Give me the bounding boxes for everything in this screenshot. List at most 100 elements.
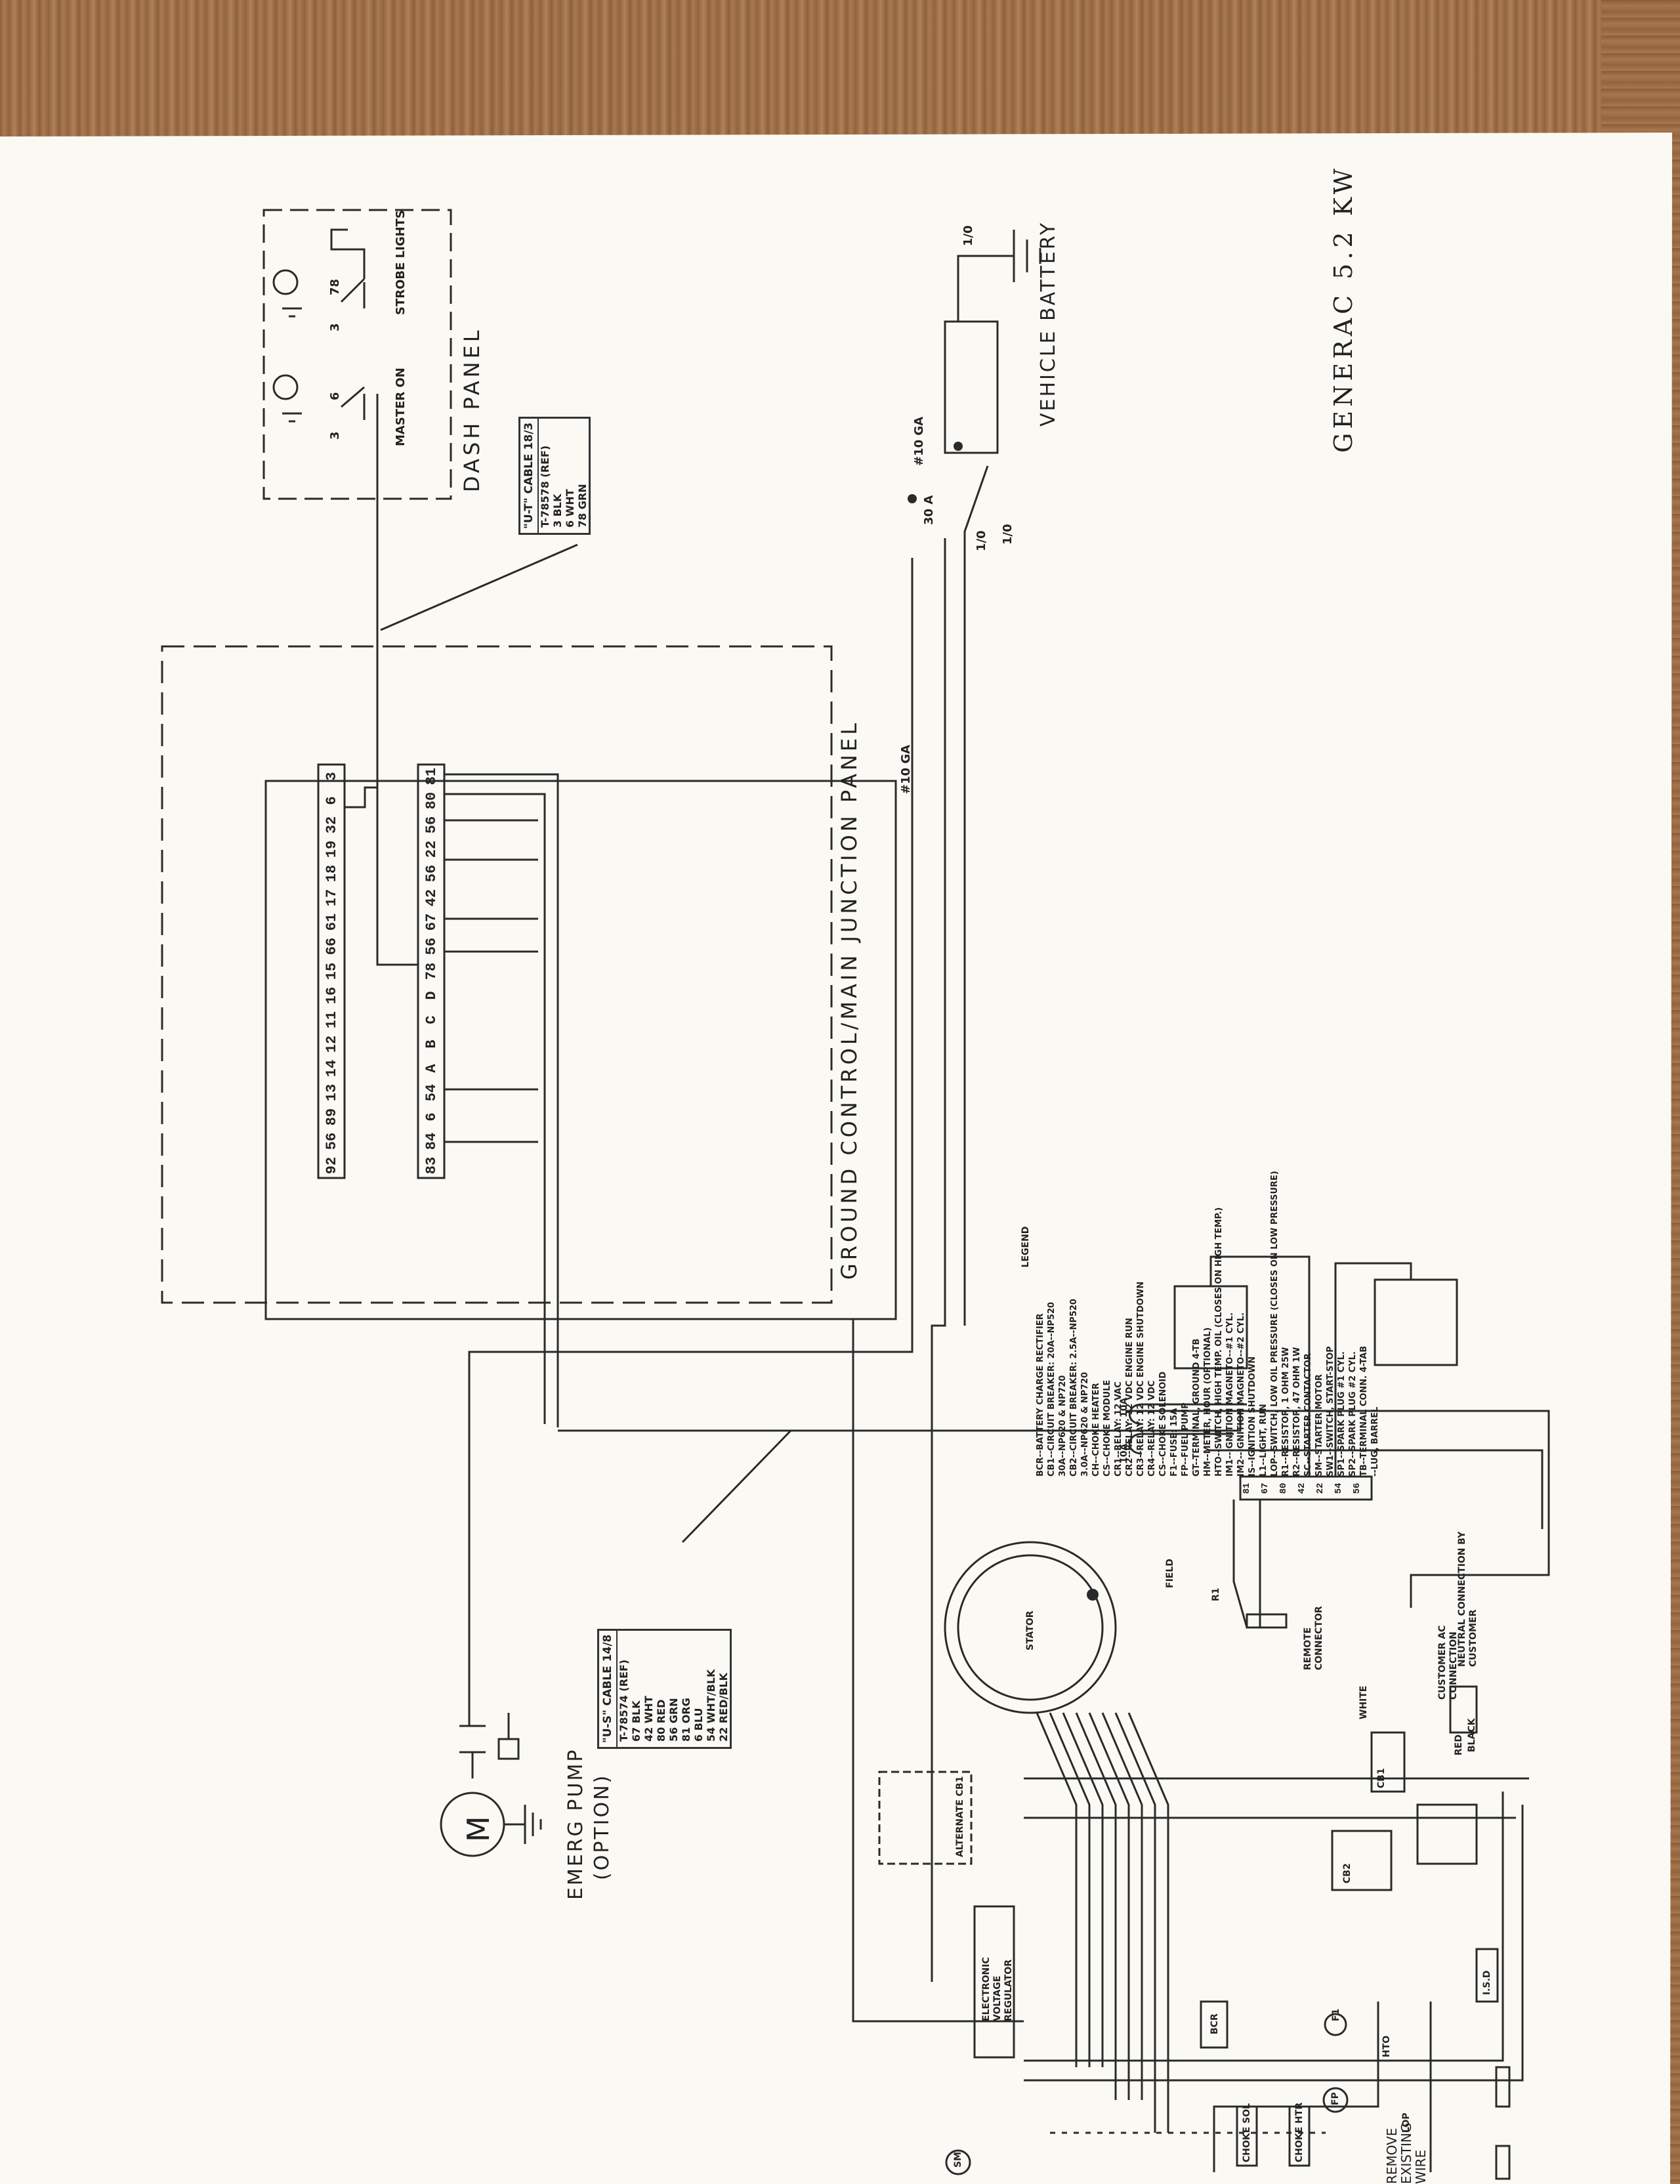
terminal-label: 56 [423, 938, 440, 956]
terminal-label: 3 [324, 772, 340, 781]
legend-line: R1--RESISTOR, 1 OHM 25W [1281, 1347, 1291, 1477]
ut-cable-header: "U-T" CABLE 18/3 [520, 418, 539, 533]
isd-label: I.S.D [1482, 1970, 1492, 1995]
terminal-label: 81 [1242, 1482, 1252, 1494]
wiring-diagram [0, 133, 1672, 2184]
legend-line: CS--CHOKE MODULE [1102, 1379, 1112, 1477]
legend-line: BCR--BATTERY CHARGE RECTIFIER [1036, 1313, 1045, 1477]
terminal-label: 56 [1352, 1482, 1362, 1494]
dash-wire-3a: 3 [328, 431, 342, 440]
legend-line: 3.0A--NP620 & NP720 [1080, 1372, 1090, 1477]
terminal-label: 56 [423, 865, 440, 883]
strobe-lights-label: STROBE LIGHTS [394, 210, 408, 315]
legend-line: L1--LIGHT, RUN [1259, 1404, 1269, 1477]
us-cable-line: 81 ORG [680, 1698, 692, 1742]
terminal-label: 80 [423, 791, 440, 810]
us-cable-line: 54 WHT/BLK [705, 1669, 717, 1742]
hto-label: HTO [1381, 2035, 1392, 2057]
terminal-strip-top [317, 763, 346, 1179]
us-cable-run [558, 1411, 1242, 1432]
ut-cable-line: 78 GRN [576, 484, 589, 528]
bcr-box [1200, 2000, 1228, 2049]
motor-symbol: M [461, 1816, 496, 1842]
relay-box-2 [1374, 1278, 1458, 1366]
terminal-label: 54 [423, 1083, 440, 1102]
sm-label: SM [953, 2151, 963, 2168]
lamp-strobe [272, 269, 299, 295]
us-cable-line: 6 BLU [692, 1708, 705, 1742]
strip-bus-1 [444, 773, 559, 1427]
us-cable-line: 56 GRN [667, 1698, 680, 1742]
ut-cable-part: T-78578 (REF) [539, 445, 551, 528]
terminal-label: 14 [324, 1059, 340, 1077]
diagram-title: GENERAC 5.2 KW [1329, 165, 1358, 453]
terminal-strip-bottom [417, 763, 446, 1179]
cb-boxes [1370, 1731, 1406, 1793]
terminal-label: 67 [1260, 1482, 1270, 1494]
terminal-label: 81 [423, 767, 440, 786]
sm-circle [945, 2149, 971, 2175]
master-on-label: MASTER ON [394, 368, 408, 446]
red-wire-label: RED [1454, 1734, 1464, 1755]
switch-master [341, 386, 366, 420]
terminal-label: 92 [324, 1156, 340, 1175]
terminal-label: 56 [324, 1132, 340, 1150]
terminal-label: 42 [1297, 1482, 1307, 1494]
gauge-label-2: #10 GA [899, 744, 913, 794]
legend-line: GT--TERMINAL, GROUND 4-TB [1192, 1338, 1202, 1477]
legend-line: IM2--IGNITION MAGNETO--#2 CYL. [1236, 1312, 1246, 1477]
ground-dash-1 [282, 307, 302, 318]
terminal-label: 11 [324, 1011, 340, 1028]
bcr-label: BCR [1209, 2013, 1220, 2034]
us-cable-line: 42 WHT [642, 1696, 655, 1742]
r1-label: R1 [1211, 1587, 1221, 1601]
fuse-loop-1 [1128, 1403, 1247, 1425]
cb2-label: CB2 [1342, 1863, 1353, 1883]
evr-label: ELECTRONIC VOLTAGE REGULATOR [981, 1957, 1014, 2021]
gen-bus-2 [1208, 1449, 1544, 1529]
gen-terminal-strip [1239, 1475, 1373, 1501]
legend-line: HTO--SWITCH, HIGH TEMP. OIL (CLOSES ON H… [1214, 1207, 1224, 1477]
legend-line: LOP--SWITCH, LOW OIL PRESSURE (CLOSES ON… [1270, 1171, 1280, 1477]
legend-line: --LUG, BARREL [1370, 1406, 1380, 1477]
terminal-label: D [423, 990, 440, 1000]
legend-line: CB1--CIRCUIT BREAKER: 20A--NP520 [1047, 1301, 1057, 1477]
legend-line: CR4--RELAY: 12 VDC [1147, 1380, 1157, 1477]
remote-connector [1246, 1613, 1288, 1629]
dash-wire-78 [376, 505, 418, 966]
terminal-label: 6 [423, 1112, 440, 1122]
strip-bus-2 [444, 793, 546, 1424]
terminal-label: 61 [324, 914, 340, 931]
terminal-label: 66 [324, 938, 340, 956]
cb1-label: CB1 [1376, 1768, 1387, 1788]
terminal-label: 17 [324, 889, 340, 907]
dash-panel-label: DASH PANEL [459, 327, 484, 492]
stator-node [1087, 1589, 1099, 1601]
legend-line: F1--FUSE: 15A [1169, 1408, 1179, 1477]
remote-connector-label: REMOTE CONNECTOR [1303, 1606, 1324, 1670]
fuse-30a-label: 30 A [922, 495, 936, 525]
wire-harness [1036, 1712, 1169, 2133]
battery-box [944, 320, 999, 454]
pump-ground [504, 1805, 542, 1844]
ut-cable-line: 6 WHT [564, 489, 576, 528]
terminal-label: 89 [324, 1108, 340, 1126]
legend-title: LEGEND [1020, 1226, 1031, 1268]
legend-line: CR3--RELAY: 12 VDC ENGINE SHUTDOWN [1136, 1281, 1146, 1477]
us-cable-header: "U-S" CABLE 14/8 [599, 1630, 618, 1747]
terminal-label: 56 [423, 816, 440, 834]
pump-option-label: (OPTION) [591, 1773, 614, 1880]
pump-switch [459, 1725, 486, 1778]
pump-label: EMERG PUMP [564, 1748, 587, 1900]
alt-cb1-box [878, 1771, 973, 1865]
us-cable-part: T-78574 (REF) [618, 1659, 630, 1742]
alt-cb1-label: ALTERNATE CB1 [955, 1776, 965, 1857]
black-wire-label: BLACK [1467, 1718, 1477, 1752]
dash-wire-6: 6 [328, 392, 342, 400]
us-cable-line: 22 RED/BLK [717, 1673, 730, 1742]
us-cable-line: 80 RED [655, 1699, 667, 1742]
legend-line: SM--STARTER MOTOR [1314, 1374, 1324, 1477]
field-label: FIELD [1165, 1559, 1175, 1588]
switch-strobe [340, 278, 366, 308]
